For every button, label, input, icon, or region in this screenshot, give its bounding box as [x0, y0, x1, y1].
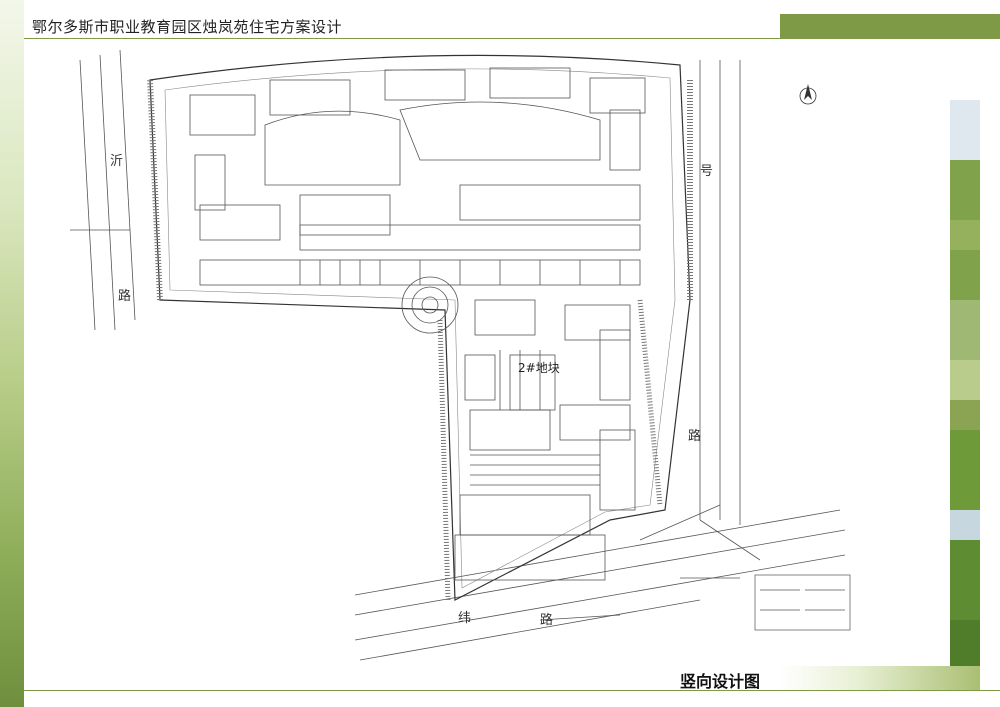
right-margin	[980, 40, 1000, 690]
footer-rule	[24, 690, 1000, 691]
road-label: 路	[688, 428, 701, 444]
road-label: 号	[700, 164, 713, 179]
header-accent-bar	[780, 14, 1000, 38]
page-title: 鄂尔多斯市职业教育园区烛岚苑住宅方案设计	[32, 18, 343, 36]
footer-accent-band	[780, 666, 980, 690]
road-label: 纬	[458, 611, 471, 626]
road-label: 沂	[110, 154, 123, 169]
site-plan-drawing: 沂 路 路 纬 号 路 2#地块	[40, 40, 940, 684]
header-rule	[24, 38, 1000, 39]
landscape-photo-strip	[950, 40, 980, 690]
left-decor-strip	[0, 0, 24, 707]
north-arrow-icon	[799, 84, 817, 105]
road-label: 路	[118, 288, 131, 304]
road-label: 路	[540, 612, 553, 628]
plot-label: 2#地块	[518, 361, 560, 375]
drawing-title: 竖向设计图	[680, 672, 761, 691]
